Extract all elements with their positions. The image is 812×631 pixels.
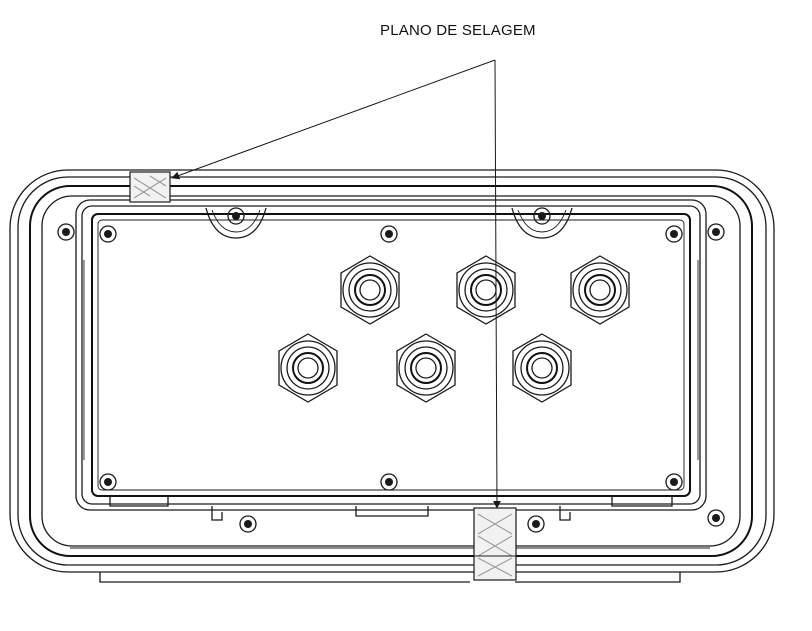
screw [707,509,725,527]
top-boss-right [511,207,573,239]
screw [527,515,545,533]
screw [227,207,245,225]
cable-gland [456,255,516,325]
seal-label-top [129,171,171,203]
screw [707,223,725,241]
leader-lines [171,59,501,509]
screw [665,225,683,243]
seal-label-bottom [473,507,517,581]
inner-frame [75,199,707,521]
screw [665,473,683,491]
cable-gland [340,255,400,325]
housing-outline [9,169,775,583]
screw [380,473,398,491]
sealing-plane-label: PLANO DE SELAGEM [380,22,536,39]
cable-gland [512,333,572,403]
cable-gland [278,333,338,403]
screw [380,225,398,243]
cable-gland [570,255,630,325]
screw [239,515,257,533]
screw [533,207,551,225]
screw [99,473,117,491]
cable-gland [396,333,456,403]
screw [57,223,75,241]
top-boss-left [205,207,267,239]
screw [99,225,117,243]
